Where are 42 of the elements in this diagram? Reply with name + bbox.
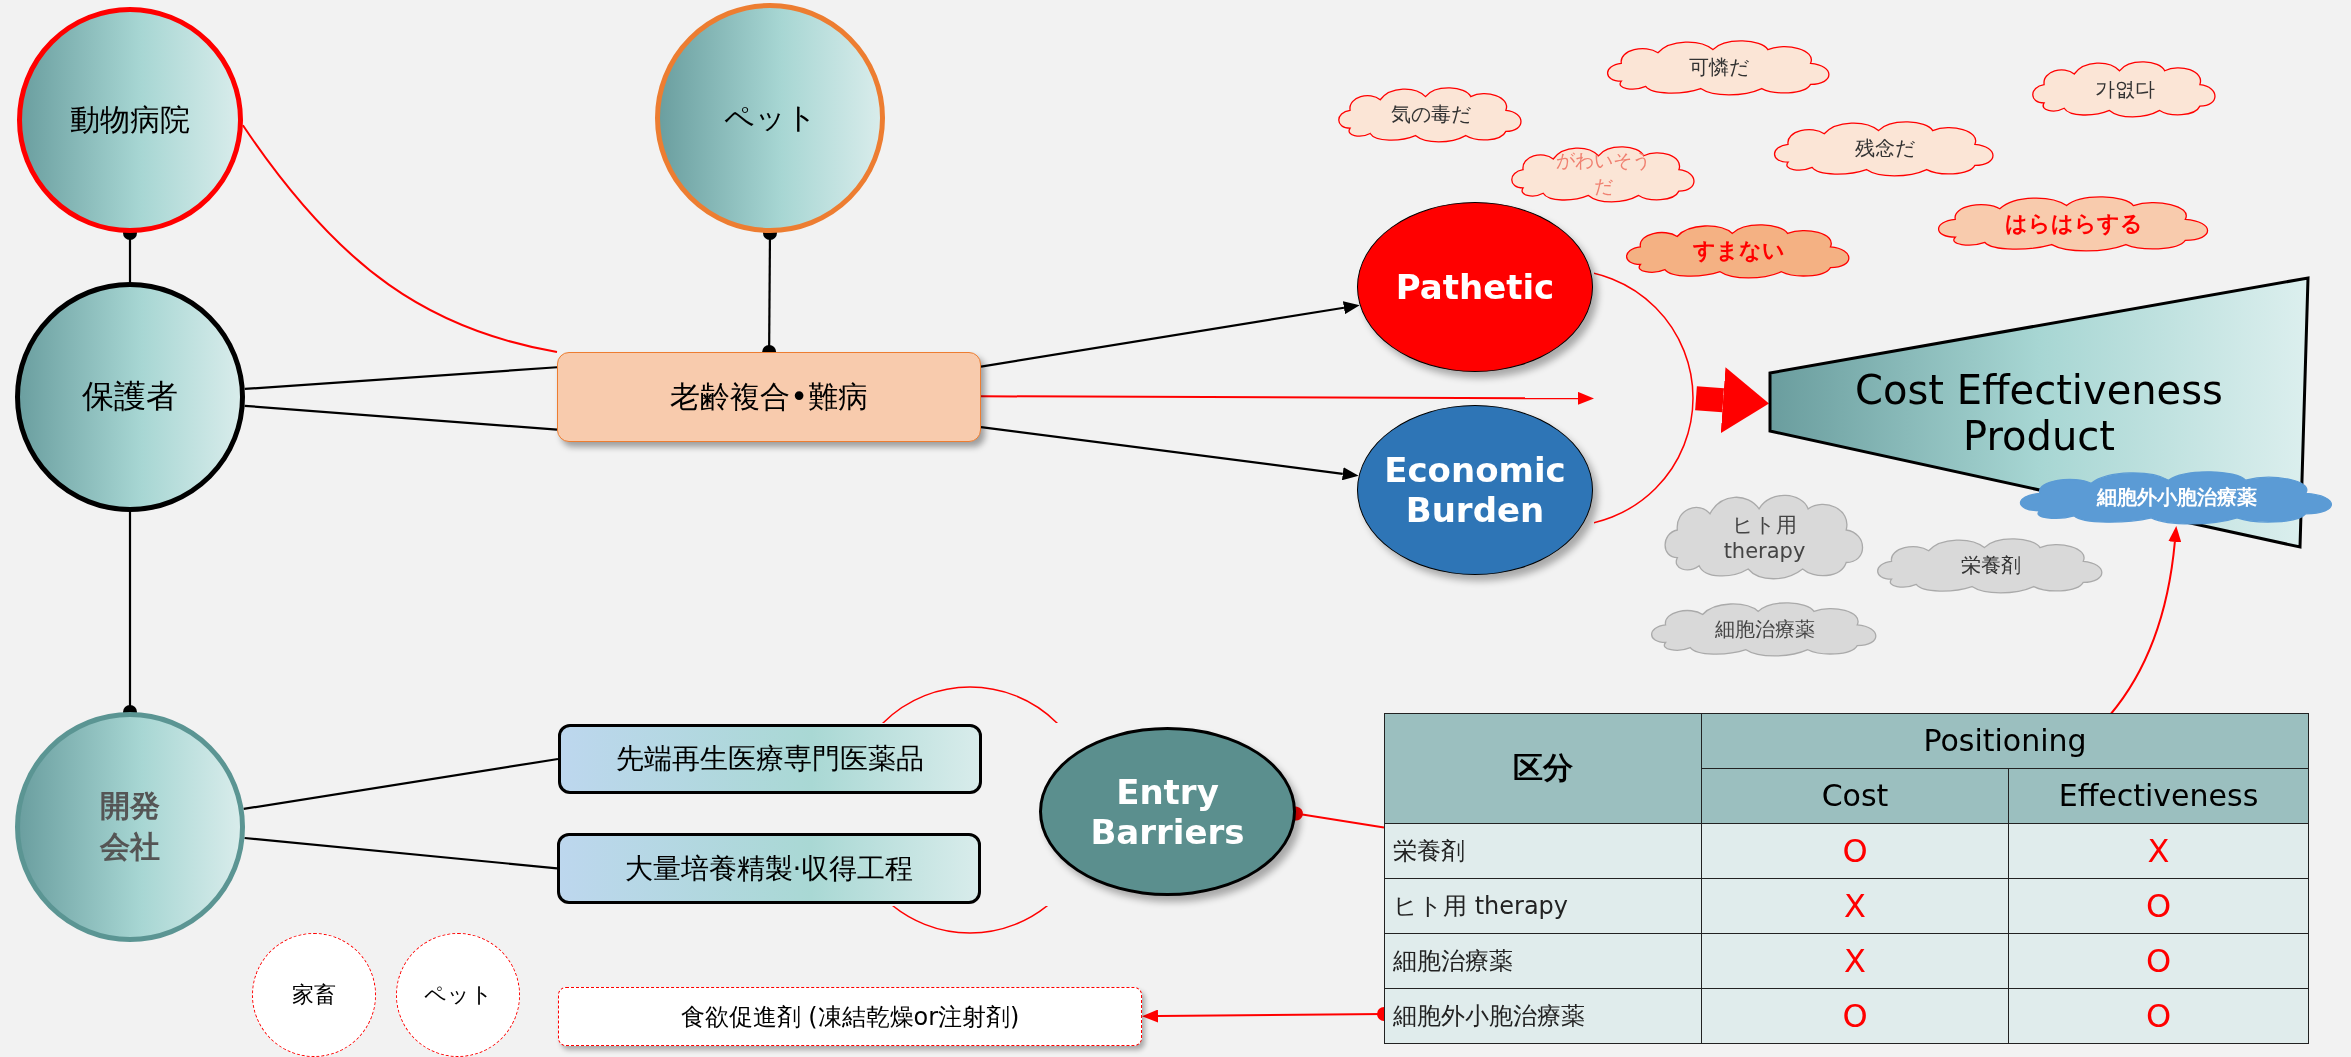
- circle-node: ペット: [655, 3, 885, 233]
- header-cell: Effectiveness: [2008, 768, 2309, 823]
- mark-cell: X: [1701, 933, 2009, 988]
- connector-line: [244, 404, 558, 431]
- dashed-box: 食欲促進剤 (凍結乾燥or注射剤): [558, 987, 1142, 1046]
- mark-cell: X: [2008, 823, 2309, 878]
- mark-cell: O: [1701, 823, 2009, 878]
- arrow: [980, 391, 1594, 405]
- circle-outline: [892, 906, 1049, 935]
- process-box: 先端再生医療専門医薬品: [558, 724, 982, 794]
- row-label: ヒト用 therapy: [1384, 878, 1702, 933]
- header-cell: 区分: [1384, 713, 1702, 823]
- circle-outline: [1594, 272, 1696, 525]
- comparison-table: [1384, 715, 2309, 1041]
- process-box: 老齢複合•難病: [557, 352, 981, 442]
- circle-node: 動物病院: [17, 7, 243, 233]
- arrow: [980, 301, 1360, 368]
- mark-cell: O: [2008, 878, 2309, 933]
- ellipse-node: Pathetic: [1357, 202, 1593, 372]
- connector-line: [243, 757, 559, 811]
- dashed-circle: ペット: [396, 933, 520, 1057]
- row-label: 細胞外小胞治療薬: [1384, 988, 1702, 1043]
- ellipse-node: Entry Barriers: [1039, 727, 1296, 896]
- circle-node: 開発会社: [15, 712, 245, 942]
- mark-cell: O: [2008, 988, 2309, 1043]
- row-label: 細胞治療薬: [1384, 933, 1702, 988]
- process-box: 大量培養精製·収得工程: [557, 833, 981, 904]
- connector-line: [244, 366, 558, 391]
- circle-node: 保護者: [15, 282, 245, 512]
- mark-cell: O: [1701, 988, 2009, 1043]
- arrow: [980, 425, 1359, 481]
- header-cell: Cost: [1701, 768, 2009, 823]
- connector-line: [241, 124, 558, 353]
- circle-outline: [882, 685, 1059, 723]
- dashed-circle: 家畜: [252, 933, 376, 1057]
- header-cell: Positioning: [1701, 713, 2309, 768]
- ellipse-node: Economic Burden: [1357, 405, 1593, 575]
- mark-cell: O: [2008, 933, 2309, 988]
- block-arrow: [1695, 367, 1769, 434]
- mark-cell: X: [1701, 878, 2009, 933]
- connector-line: [244, 836, 558, 870]
- row-label: 栄養剤: [1384, 823, 1702, 878]
